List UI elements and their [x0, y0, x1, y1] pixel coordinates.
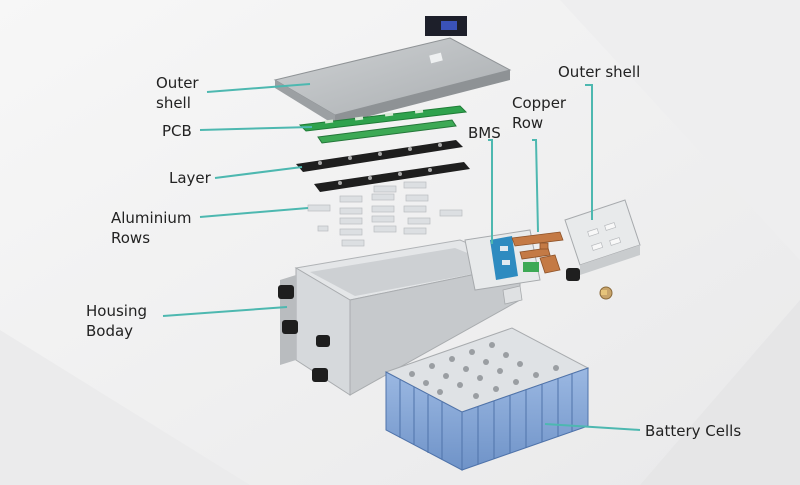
- aluminium-rows: [307, 181, 463, 247]
- label-pcb: PCB: [162, 122, 192, 140]
- connector-black: [566, 268, 580, 281]
- leader-layer: [214, 166, 303, 179]
- leader-outer-shell-left: [206, 83, 311, 93]
- leader-outer-shell-right: [585, 84, 593, 220]
- outer-shell-lid: [273, 37, 512, 125]
- leader-bms: [488, 139, 493, 244]
- layer-black-2: [314, 162, 470, 192]
- leader-lines: [162, 83, 641, 431]
- outer-shell-end-plate: [564, 199, 641, 275]
- label-copper-row: Copper Row: [512, 94, 567, 132]
- green-terminal: [523, 262, 539, 272]
- pcb-strip: [298, 105, 468, 132]
- leader-battery-cells: [544, 423, 641, 431]
- label-battery-cells: Battery Cells: [645, 422, 742, 440]
- display-module: [425, 16, 467, 36]
- connector-brass: [599, 286, 613, 300]
- leader-aluminium-rows: [199, 207, 309, 218]
- label-outer-shell-left: Outer shell: [156, 74, 199, 112]
- label-layer: Layer: [169, 169, 211, 187]
- battery-cells: [384, 327, 590, 471]
- leader-copper-row: [532, 139, 539, 233]
- label-bms: BMS: [468, 124, 501, 142]
- leader-housing: [162, 306, 288, 317]
- layer-black-1: [296, 140, 463, 172]
- label-outer-shell-right: Outer shell: [558, 63, 641, 81]
- label-housing-body: Housing Boday: [86, 302, 147, 340]
- layer-green-holder: [317, 119, 457, 144]
- copper-row: [511, 231, 564, 274]
- leader-pcb: [199, 126, 313, 131]
- housing-body: [278, 239, 522, 396]
- label-aluminium-rows: Aluminium Rows: [111, 209, 192, 247]
